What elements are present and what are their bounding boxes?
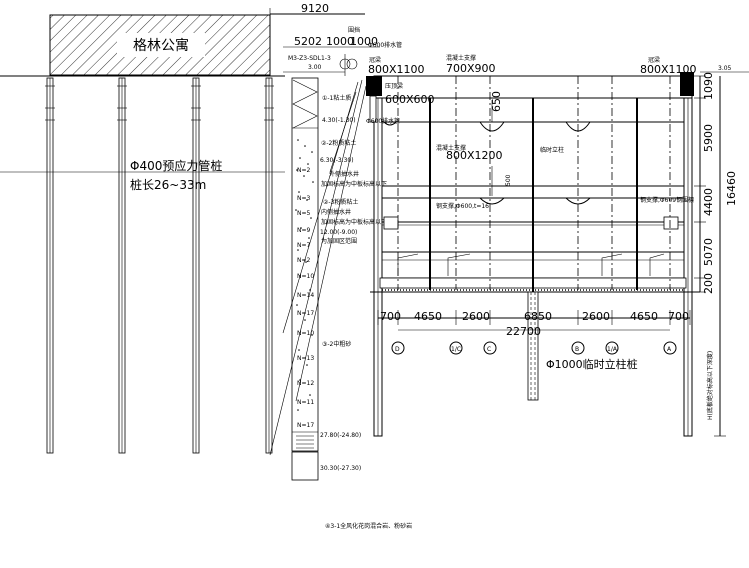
soil-e4: 6.30(-3.30) bbox=[320, 157, 354, 164]
soil-e7: 27.80(-24.80) bbox=[320, 432, 361, 439]
temporary-columns bbox=[429, 98, 638, 292]
spt-n: N=10 bbox=[297, 330, 314, 337]
bottom-dim: 700 bbox=[380, 310, 401, 323]
spt-n: N=3 bbox=[297, 195, 311, 202]
spt-n: N=11 bbox=[297, 399, 314, 406]
soil-e3: ②-2粉质粘土 bbox=[321, 139, 356, 147]
dim-1000a: 1000 bbox=[326, 35, 354, 48]
spt-n: N=2 bbox=[297, 167, 311, 174]
soil-e8: 30.30(-27.30) bbox=[320, 465, 361, 472]
spt-n: N=9 bbox=[297, 227, 311, 234]
spt-values: N=2 N=3 N=5 N=9 N=7 N=2 N=10 N=14 N=17 N… bbox=[297, 167, 314, 429]
steel-strut-label: 钢支撑,Φ600,t=16 bbox=[436, 202, 489, 210]
haunch-dim: 500 bbox=[505, 174, 512, 186]
steel-strut-r: 钢支撑,Φ609钢围檩 bbox=[640, 196, 694, 204]
right-dim-5070: 5070 bbox=[702, 238, 715, 266]
dim-5202: 5202 bbox=[294, 35, 322, 48]
soil-e2: 4.30(-1.30) bbox=[322, 117, 356, 124]
tag-weir: 围挡 bbox=[348, 26, 360, 34]
spt-n: N=2 bbox=[297, 257, 311, 264]
bottom-dim: 700 bbox=[668, 310, 689, 323]
waler-label: 压顶梁 bbox=[385, 82, 403, 90]
pile-note-line2: 桩长26~33m bbox=[130, 177, 206, 192]
crown-beam-size-l: 800X1100 bbox=[368, 63, 425, 76]
right-dim-4400: 4400 bbox=[702, 188, 715, 216]
soil-bottom: ④3-1全风化花岗混合岩、粉砂岩 bbox=[325, 522, 412, 530]
soil-n2: 加固标高为中板标高以下 bbox=[321, 180, 387, 188]
dim-650: 650 bbox=[490, 91, 503, 112]
soil-n1: 外侧抽水井 bbox=[329, 170, 359, 178]
building-name: 格林公寓 bbox=[133, 37, 189, 54]
soil-n3: 内侧抽水井 bbox=[321, 208, 351, 216]
right-dim-1090: 1090 bbox=[702, 72, 715, 100]
soil-n5: 为加固区范围 bbox=[321, 237, 357, 245]
bottom-dim: 6850 bbox=[524, 310, 552, 323]
axis-label: C bbox=[487, 346, 491, 353]
right-dim-200: 200 bbox=[702, 273, 715, 294]
h-note: H(底板绝对标高以下深度) bbox=[706, 351, 714, 420]
dim-3-00: 3.00 bbox=[308, 64, 322, 71]
right-dimensions: 1090 5900 4400 5070 200 16460 H(底板绝对标高以下… bbox=[694, 72, 738, 437]
bottom-dim: 2600 bbox=[462, 310, 490, 323]
pile-caption: Φ1000临时立柱桩 bbox=[546, 357, 638, 371]
top-elev-r: 3.05 bbox=[718, 65, 732, 72]
crown-beam-label-l: 冠梁 bbox=[369, 56, 381, 64]
bottom-dim: 4650 bbox=[630, 310, 658, 323]
soil-column bbox=[291, 77, 319, 481]
strut1-label: 混凝土支撑 bbox=[446, 54, 476, 62]
spt-n: N=12 bbox=[297, 380, 314, 387]
tag-drain-top: Φ600排水管 bbox=[368, 41, 402, 49]
strut2-label: 混凝土支撑 bbox=[436, 144, 466, 152]
tag-drain-mid: Φ600排水管 bbox=[366, 117, 400, 125]
left-soil-labels: ①-1粘土质 4.30(-1.30) ②-2粉质粘土 6.30(-3.30) 外… bbox=[320, 94, 412, 530]
dim-1000b: 1000 bbox=[350, 35, 378, 48]
soil-e5: ②-3粉质粘土 bbox=[323, 198, 358, 206]
grid-lines bbox=[397, 76, 671, 290]
axis-markers: D 1/C C B 1/A A bbox=[391, 341, 677, 355]
soil-e1: ①-1粘土质 bbox=[322, 94, 351, 102]
spt-n: N=14 bbox=[297, 292, 314, 299]
crown-beam-size-r: 800X1100 bbox=[640, 63, 697, 76]
axis-label: D bbox=[395, 346, 400, 353]
spt-n: N=5 bbox=[297, 210, 311, 217]
strut1-size: 700X900 bbox=[446, 62, 496, 75]
spt-n: N=7 bbox=[297, 242, 311, 249]
pile-note-line1: Φ400预应力管桩 bbox=[130, 158, 222, 173]
axis-label: B bbox=[575, 346, 579, 353]
soil-e6: 12.00(-9.00) bbox=[320, 229, 357, 236]
axis-label: A bbox=[667, 346, 672, 353]
precast-piles bbox=[46, 77, 273, 454]
waler-size: 600X600 bbox=[385, 93, 435, 106]
spt-n: N=10 bbox=[297, 273, 314, 280]
temp-pile bbox=[527, 291, 539, 401]
soil-n4: 加固标高为中板标高以下 bbox=[321, 218, 387, 226]
right-dim-5900: 5900 bbox=[702, 124, 715, 152]
dewatering-wells bbox=[269, 79, 367, 456]
bottom-dim: 2600 bbox=[582, 310, 610, 323]
dim-total-top: 9120 bbox=[301, 2, 329, 15]
strut2-size: 800X1200 bbox=[446, 149, 503, 162]
spt-n: N=17 bbox=[297, 422, 314, 429]
well-code: M3-Z3-SDL1-3 bbox=[288, 55, 331, 62]
axis-label: 1/C bbox=[451, 346, 461, 353]
temp-column-label: 临时立柱 bbox=[540, 146, 564, 154]
spt-n: N=17 bbox=[297, 310, 314, 317]
bottom-dim: 4650 bbox=[414, 310, 442, 323]
axis-label: 1/A bbox=[607, 346, 618, 353]
soil-layer-3-2: ③-2中粗砂 bbox=[322, 340, 351, 348]
right-dim-total: 16460 bbox=[725, 171, 738, 206]
spt-n: N=13 bbox=[297, 355, 314, 362]
crown-beam-label-r: 冠梁 bbox=[648, 56, 660, 64]
bottom-total: 22700 bbox=[506, 325, 541, 338]
